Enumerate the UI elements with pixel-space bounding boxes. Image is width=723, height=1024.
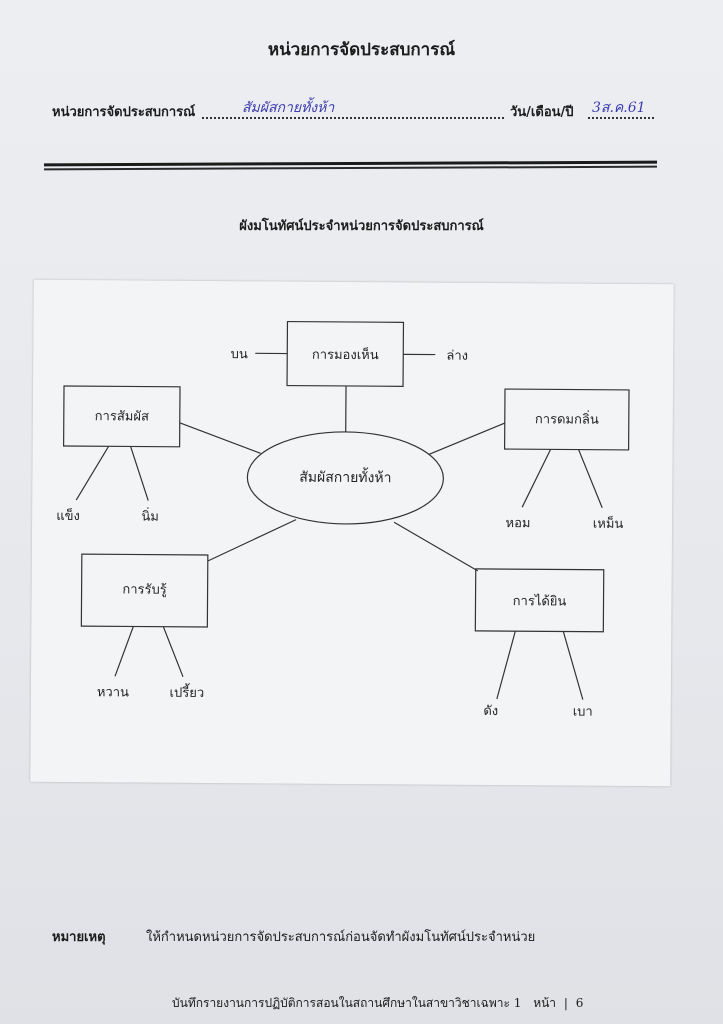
- leaf-label-touch-hard: แข็ง: [56, 506, 80, 524]
- note-text: ให้กำหนดหน่วยการจัดประสบการณ์ก่อนจัดทำผั…: [146, 930, 536, 945]
- leaf-label-taste-sweet: หวาน: [97, 685, 129, 700]
- header-divider-secondary: [43, 165, 658, 171]
- leaf-label-sight-bottom: ล่าง: [446, 349, 468, 364]
- branch-label-touch: การสัมผัส: [95, 409, 149, 424]
- page-footer: บันทึกรายงานการปฏิบัติการสอนในสถานศึกษาใ…: [172, 994, 583, 1013]
- unit-field-label: หน่วยการจัดประสบการณ์: [52, 105, 196, 120]
- leaf-line-smell-fragrant: [521, 449, 552, 508]
- connector-smell: [428, 422, 506, 456]
- document-title: หน่วยการจัดประสบการณ์: [267, 40, 456, 60]
- branch-label-taste: การรับรู้: [122, 582, 166, 597]
- leaf-line-hearing-loud: [496, 630, 516, 700]
- unit-date-field-row: หน่วยการจัดประสบการณ์ สัมผัสกายทั้งห้า ว…: [52, 98, 662, 124]
- connector-hearing: [393, 521, 479, 572]
- date-field-value: 3ส.ค.61: [592, 100, 646, 116]
- branch-box-hearing: [474, 568, 605, 633]
- concept-map: สัมผัสกายทั้งห้า การมองเห็น บน ล่าง การส…: [56, 320, 630, 720]
- connector-taste: [207, 519, 297, 562]
- leaf-line-touch-hard: [75, 445, 110, 501]
- leaf-line-touch-soft: [130, 446, 149, 501]
- branch-label-smell: การดมกลิ่น: [535, 410, 599, 427]
- branch-label-sight: การมองเห็น: [312, 345, 379, 363]
- leaf-label-smell-fragrant: หอม: [506, 516, 531, 531]
- center-node-label: สัมผัสกายทั้งห้า: [299, 467, 391, 487]
- footer-page-label: หน้า: [533, 996, 557, 1010]
- date-field-label: วัน/เดือน/ปี: [510, 105, 574, 120]
- leaf-label-smell-stinky: เหม็น: [593, 514, 624, 532]
- footer-page-number: 6: [575, 996, 584, 1010]
- branch-box-touch: [62, 385, 181, 448]
- footer-text: บันทึกรายงานการปฏิบัติการสอนในสถานศึกษาใ…: [172, 996, 522, 1010]
- concept-map-sheet: สัมผัสกายทั้งห้า การมองเห็น บน ล่าง การส…: [30, 279, 674, 787]
- leaf-label-hearing-soft: เบา: [573, 705, 593, 720]
- leaf-label-taste-sour: เปรี้ยว: [170, 683, 205, 701]
- branch-box-smell: [503, 388, 630, 451]
- date-field-dotted-line: [588, 117, 654, 119]
- branch-label-hearing: การได้ยิน: [513, 593, 567, 609]
- note-label: หมายเหตุ: [52, 930, 106, 945]
- leaf-line-taste-sour: [162, 626, 184, 678]
- diagram-title: ผังมโนทัศน์ประจำหน่วยการจัดประสบการณ์: [239, 219, 484, 234]
- branch-box-taste: [80, 553, 209, 628]
- unit-field-value: สัมผัสกายทั้งห้า: [242, 100, 335, 116]
- connector-touch: [179, 422, 261, 454]
- leaf-line-taste-sweet: [114, 626, 134, 677]
- footer-page-separator: |: [563, 996, 568, 1010]
- leaf-label-touch-soft: นิ่ม: [141, 508, 159, 525]
- leaf-label-hearing-loud: ดัง: [483, 704, 498, 719]
- unit-field-dotted-line: [202, 117, 504, 119]
- leaf-line-hearing-soft: [562, 631, 584, 700]
- leaf-line-smell-stinky: [578, 449, 603, 508]
- leaf-label-sight-top: บน: [231, 347, 248, 362]
